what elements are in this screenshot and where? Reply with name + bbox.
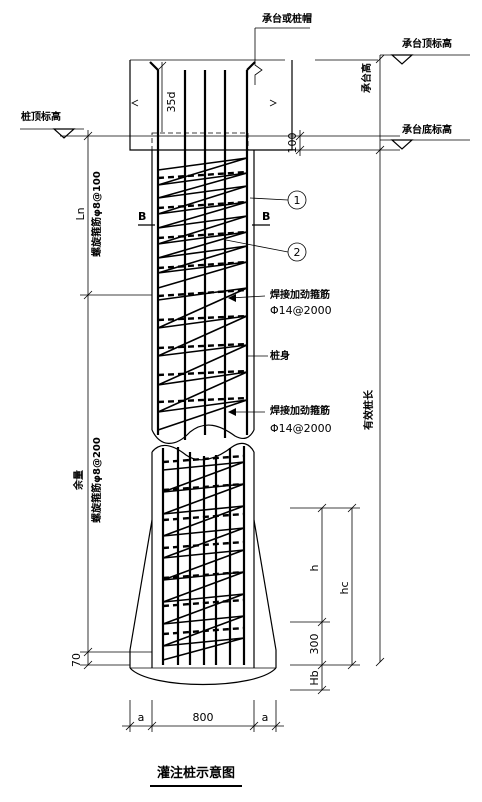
dim-70-label: 70 <box>70 653 83 667</box>
pile-bell-base <box>129 519 277 686</box>
pile-body-lower <box>151 442 255 668</box>
dim-a-left-label: a <box>138 711 145 724</box>
weld-ring-1-spec: Φ14@2000 <box>270 304 332 317</box>
dim-35d: 35d <box>157 61 178 132</box>
marker-1: 1 <box>249 190 307 210</box>
marker-1-label: 1 <box>294 194 301 207</box>
section-b-b: B B <box>138 210 270 226</box>
weld-ring-2-label: 焊接加劲箍筋 <box>270 404 330 417</box>
weld-ring-callout-1: 焊接加劲箍筋 Φ14@2000 <box>228 288 332 317</box>
dim-a-right-label: a <box>262 711 269 724</box>
cap-bottom-elev-label: 承台底标高 <box>402 123 452 136</box>
dim-100: 100 <box>286 130 305 156</box>
dim-right-base: h hc 300 Hb <box>290 503 360 695</box>
pile-top-elev-label: 桩顶标高 <box>21 110 61 123</box>
elevation-marker-pile-top: 桩顶标高 <box>20 110 84 139</box>
anchor-35d-label: 35d <box>165 92 178 113</box>
pile-body-label: 桩身 <box>270 349 290 362</box>
dim-hb-label: Hb <box>308 670 321 685</box>
dim-effective-length: 有效桩长 <box>362 150 385 667</box>
section-b-left-label: B <box>138 210 146 223</box>
weld-ring-1-label: 焊接加劲箍筋 <box>270 288 330 301</box>
spiral-lower-label: 螺旋箍筋φ8@200 <box>90 437 103 523</box>
dim-left-column: Ln 螺旋箍筋φ8@100 余量 螺旋箍筋φ8@200 70 <box>70 130 152 670</box>
dim-bottom-width: a 800 a <box>122 700 284 732</box>
pile-body-callout: 桩身 <box>248 349 290 362</box>
remainder-label: 余量 <box>72 470 85 491</box>
pile-cap-region <box>60 27 400 151</box>
elevation-marker-cap-bottom: 承台底标高 <box>380 123 470 150</box>
effective-length-label: 有效桩长 <box>362 389 375 430</box>
weld-ring-callout-2: 焊接加劲箍筋 Φ14@2000 <box>228 404 332 435</box>
marker-2-label: 2 <box>294 246 301 259</box>
drawing-title: 灌注桩示意图 <box>150 765 242 787</box>
dim-300-label: 300 <box>308 634 321 655</box>
title-label: 灌注桩示意图 <box>157 765 235 781</box>
dim-hc-label: hc <box>338 581 351 594</box>
weld-ring-2-spec: Φ14@2000 <box>270 422 332 435</box>
pile-body-upper <box>149 61 256 444</box>
marker-2: 2 <box>225 239 307 262</box>
elevation-marker-cap-top: 承台顶标高 <box>380 37 470 65</box>
cap-top-elev-label: 承台顶标高 <box>402 37 452 50</box>
cap-or-beam-label: 承台或桩帽 <box>262 12 312 25</box>
dim-800-label: 800 <box>193 711 214 724</box>
spiral-upper-label: 螺旋箍筋φ8@100 <box>90 171 103 257</box>
dim-cap-height <box>375 54 385 155</box>
section-b-right-label: B <box>262 210 270 223</box>
cap-height-label: 承台高 <box>360 63 373 93</box>
dim-100-label: 100 <box>286 133 299 154</box>
dim-h-label: h <box>308 564 321 571</box>
dim-ln-label: Ln <box>74 207 87 220</box>
